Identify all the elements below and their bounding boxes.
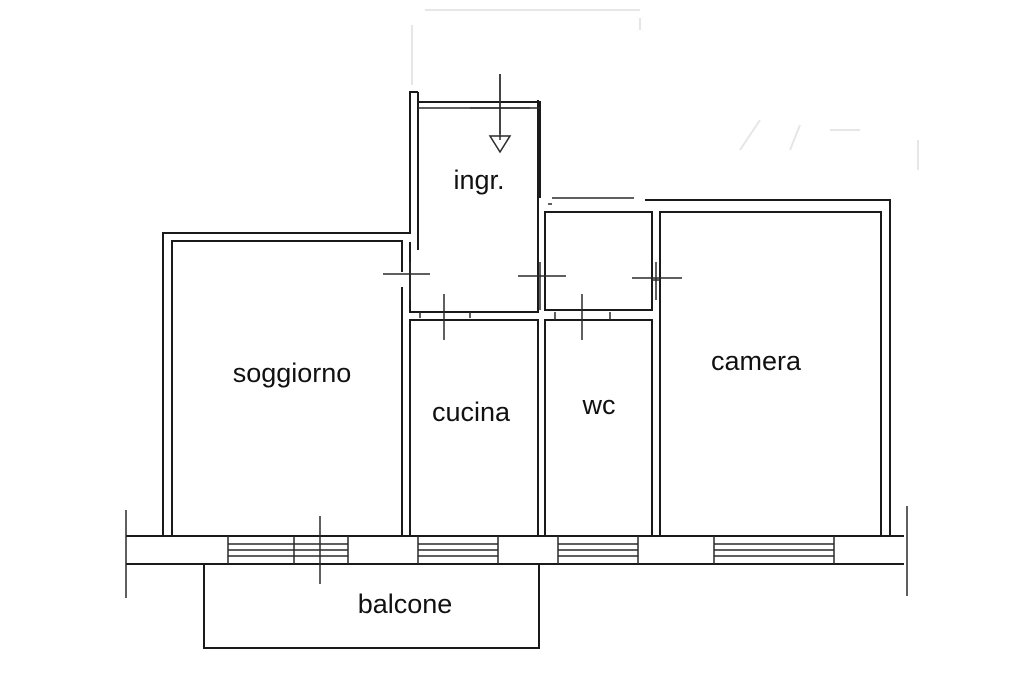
balcony-outline xyxy=(203,564,540,649)
room-label-entrance: ingr. xyxy=(453,165,504,195)
windows xyxy=(227,516,835,584)
door-marks xyxy=(383,74,682,340)
room-label-kitchen: cucina xyxy=(432,397,511,427)
kitchen-walls xyxy=(409,319,539,537)
room-label-bathroom: wc xyxy=(582,390,616,420)
entrance-walls xyxy=(409,92,541,318)
closet-walls xyxy=(544,197,653,311)
background-artifacts xyxy=(411,9,919,170)
entry-arrow-icon xyxy=(488,74,512,154)
living-room-walls xyxy=(162,91,418,537)
room-label-balcony: balcone xyxy=(358,589,453,619)
room-label-bedroom: camera xyxy=(711,346,802,376)
bathroom-walls xyxy=(544,312,653,537)
bedroom-walls xyxy=(645,199,891,537)
facade-walls xyxy=(125,506,908,598)
room-label-living: soggiorno xyxy=(233,358,352,388)
